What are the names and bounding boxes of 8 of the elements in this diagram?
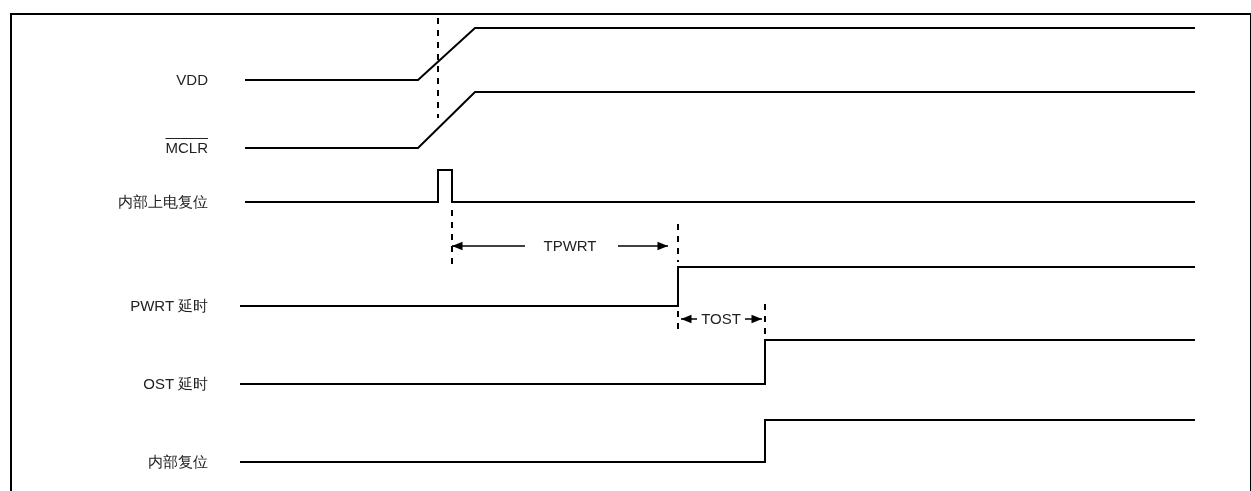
- signal-name: VDD: [176, 71, 208, 89]
- signal-name: MCLR: [165, 139, 208, 157]
- signal-name: 内部上电复位: [118, 193, 208, 211]
- timing-label: TOST: [701, 310, 741, 328]
- timing-label: TPWRT: [543, 237, 597, 255]
- signal-name: PWRT 延时: [130, 297, 208, 315]
- signal-name: OST 延时: [143, 375, 208, 393]
- signal-name: 内部复位: [148, 453, 208, 471]
